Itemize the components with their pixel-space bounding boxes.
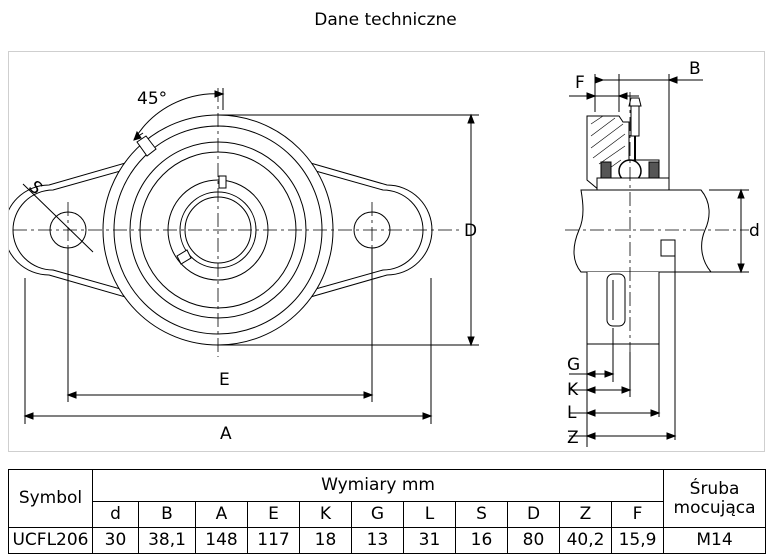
value-cell: 117 <box>247 527 300 554</box>
column-header: D <box>507 501 560 528</box>
k-dimension-label: K <box>567 380 579 400</box>
value-cell: 80 <box>507 527 560 554</box>
column-header: S <box>455 501 508 528</box>
column-header: Z <box>559 501 612 528</box>
flange-inner-outline <box>12 167 424 293</box>
side-view <box>565 74 749 447</box>
d-dimension-label: D <box>464 221 477 241</box>
specs-table: Symbol Wymiary mm Śruba mocująca d B A E… <box>8 469 767 554</box>
l-dimension-label: L <box>567 403 577 423</box>
value-cell: 13 <box>351 527 404 554</box>
bolt-header: Śruba mocująca <box>663 469 767 528</box>
column-header: K <box>299 501 352 528</box>
set-screw-top <box>218 175 227 189</box>
value-cell: 18 <box>299 527 352 554</box>
column-header: G <box>351 501 404 528</box>
table-row: UCFL206 30 38,1 148 117 18 13 31 16 80 4… <box>8 527 767 554</box>
technical-drawing: 45° S D E A <box>8 51 765 452</box>
value-cell: 40,2 <box>559 527 612 554</box>
value-cell: 148 <box>195 527 248 554</box>
angle-arc <box>133 93 224 141</box>
set-screw-side <box>660 239 676 257</box>
column-header: F <box>610 501 665 528</box>
dimensions-header: Wymiary mm <box>91 469 665 502</box>
f-dimension-label: F <box>575 73 585 93</box>
s-leader <box>22 183 94 253</box>
page-title: Dane techniczne <box>314 10 457 30</box>
symbol-cell: UCFL206 <box>8 527 93 554</box>
column-header: L <box>403 501 456 528</box>
e-dimension-label: E <box>219 370 230 390</box>
value-cell: 30 <box>92 527 139 554</box>
column-header: d <box>92 501 139 528</box>
front-view <box>9 88 479 424</box>
value-cell: 16 <box>455 527 508 554</box>
b-dimension-label: B <box>689 59 701 79</box>
bolt-cell: M14 <box>663 527 767 554</box>
value-cell: 38,1 <box>138 527 196 554</box>
grease-fitting <box>630 105 640 137</box>
column-header: A <box>195 501 248 528</box>
value-cell: 31 <box>403 527 456 554</box>
value-cell: 15,9 <box>610 527 665 554</box>
angle-label: 45° <box>137 89 167 109</box>
set-screw-lower <box>176 249 192 265</box>
drawing-canvas: 45° S D E A <box>9 59 760 448</box>
a-dimension-label: A <box>220 424 232 444</box>
symbol-header: Symbol <box>8 469 93 528</box>
shaft <box>573 189 713 273</box>
column-header: B <box>138 501 196 528</box>
housing-slot <box>606 273 626 327</box>
column-header: E <box>247 501 300 528</box>
shaft-d-label: d <box>749 221 760 241</box>
grease-nipple <box>136 135 157 157</box>
g-dimension-label: G <box>567 355 580 375</box>
z-dimension-label: Z <box>567 428 579 448</box>
inner-ring <box>596 177 670 191</box>
